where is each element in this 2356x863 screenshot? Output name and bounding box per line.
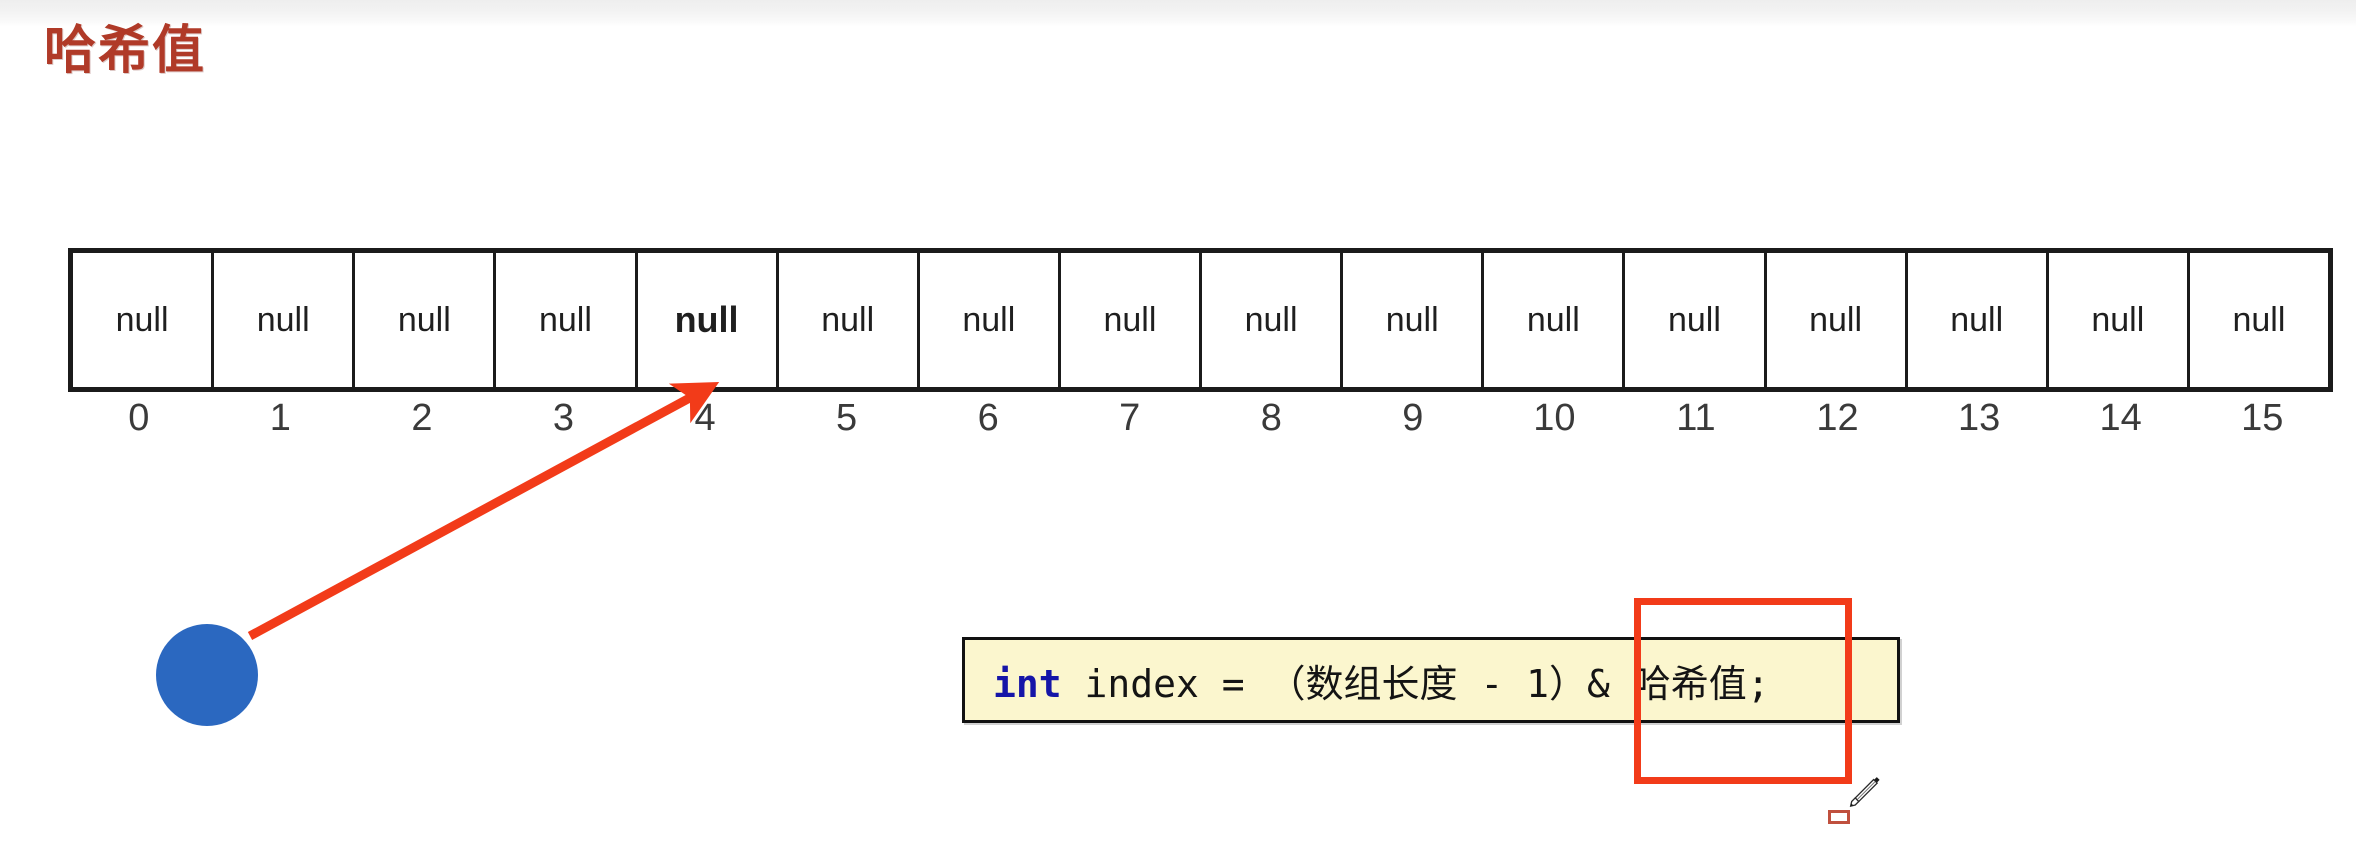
bucket-index-10: 10 xyxy=(1533,397,1576,439)
bucket-cell-15: null xyxy=(2189,253,2328,387)
bucket-value: null xyxy=(115,301,169,339)
bucket-cell-7: null xyxy=(1060,253,1202,387)
bucket-value: null xyxy=(538,301,592,339)
pencil-cursor xyxy=(1849,777,1880,807)
code-line: int index = （数组长度 - 1）& 哈希值; xyxy=(965,653,1770,708)
bucket-cell-14: null xyxy=(2048,253,2190,387)
bucket-value: null xyxy=(1385,301,1439,339)
pencil-color-chip xyxy=(1828,810,1850,824)
index-formula-box: int index = （数组长度 - 1）& 哈希值; xyxy=(962,637,1900,723)
hash-table: null null null null null null null null null null… xyxy=(68,248,2333,440)
bucket-index-1: 1 xyxy=(269,397,291,439)
bucket-index-0: 0 xyxy=(128,397,150,439)
bucket-index-2: 2 xyxy=(411,397,433,439)
bucket-value: null xyxy=(397,301,451,339)
bucket-cell-9: null xyxy=(1343,253,1485,387)
blue-entry-node xyxy=(156,624,258,726)
bucket-index-4: 4 xyxy=(694,397,716,439)
page-title: 哈希值 xyxy=(44,22,207,80)
bucket-value: null xyxy=(962,301,1016,339)
bucket-value: null xyxy=(674,299,739,340)
bucket-index-12: 12 xyxy=(1816,397,1859,439)
bucket-cell-1: null xyxy=(214,253,356,387)
bucket-cell-8: null xyxy=(1202,253,1344,387)
bucket-index-13: 13 xyxy=(1957,397,2001,439)
bucket-value: null xyxy=(2232,301,2286,339)
bucket-value: null xyxy=(1809,301,1863,339)
slide-top-edge-gradient xyxy=(0,0,2356,26)
bucket-cell-11: null xyxy=(1625,253,1767,387)
bucket-value: null xyxy=(1244,301,1298,339)
bucket-cell-4: null xyxy=(637,253,779,387)
bucket-value: null xyxy=(1667,301,1721,339)
bucket-cell-0: null xyxy=(73,253,215,387)
red-highlight-rectangle xyxy=(1634,598,1852,784)
bucket-index-9: 9 xyxy=(1402,397,1424,439)
bucket-index-14: 14 xyxy=(2099,397,2142,439)
bucket-cell-5: null xyxy=(778,253,920,387)
bucket-index-5: 5 xyxy=(836,397,858,439)
bucket-index-6: 6 xyxy=(977,397,999,439)
bucket-value: null xyxy=(256,301,310,339)
bucket-cell-3: null xyxy=(496,253,638,387)
bucket-index-15: 15 xyxy=(2241,397,2284,439)
bucket-value: null xyxy=(2091,301,2145,339)
bucket-cell-10: null xyxy=(1484,253,1626,387)
bucket-row: null null null null null null null null null null… xyxy=(68,248,2333,392)
code-expression: index = （数组长度 - 1）& 哈希值; xyxy=(1061,661,1770,706)
bucket-cell-12: null xyxy=(1766,253,1908,387)
bucket-cell-2: null xyxy=(355,253,497,387)
bucket-index-7: 7 xyxy=(1119,397,1141,439)
bucket-index-8: 8 xyxy=(1260,397,1282,439)
bucket-cell-13: null xyxy=(1907,253,2049,387)
bucket-cell-6: null xyxy=(919,253,1061,387)
bucket-value: null xyxy=(1103,301,1157,339)
bucket-value: null xyxy=(821,301,875,339)
bucket-value: null xyxy=(1526,301,1580,339)
bucket-index-11: 11 xyxy=(1676,397,1716,439)
bucket-value: null xyxy=(1950,301,2004,339)
bucket-index-3: 3 xyxy=(552,397,575,439)
code-keyword-int: int xyxy=(993,661,1062,706)
